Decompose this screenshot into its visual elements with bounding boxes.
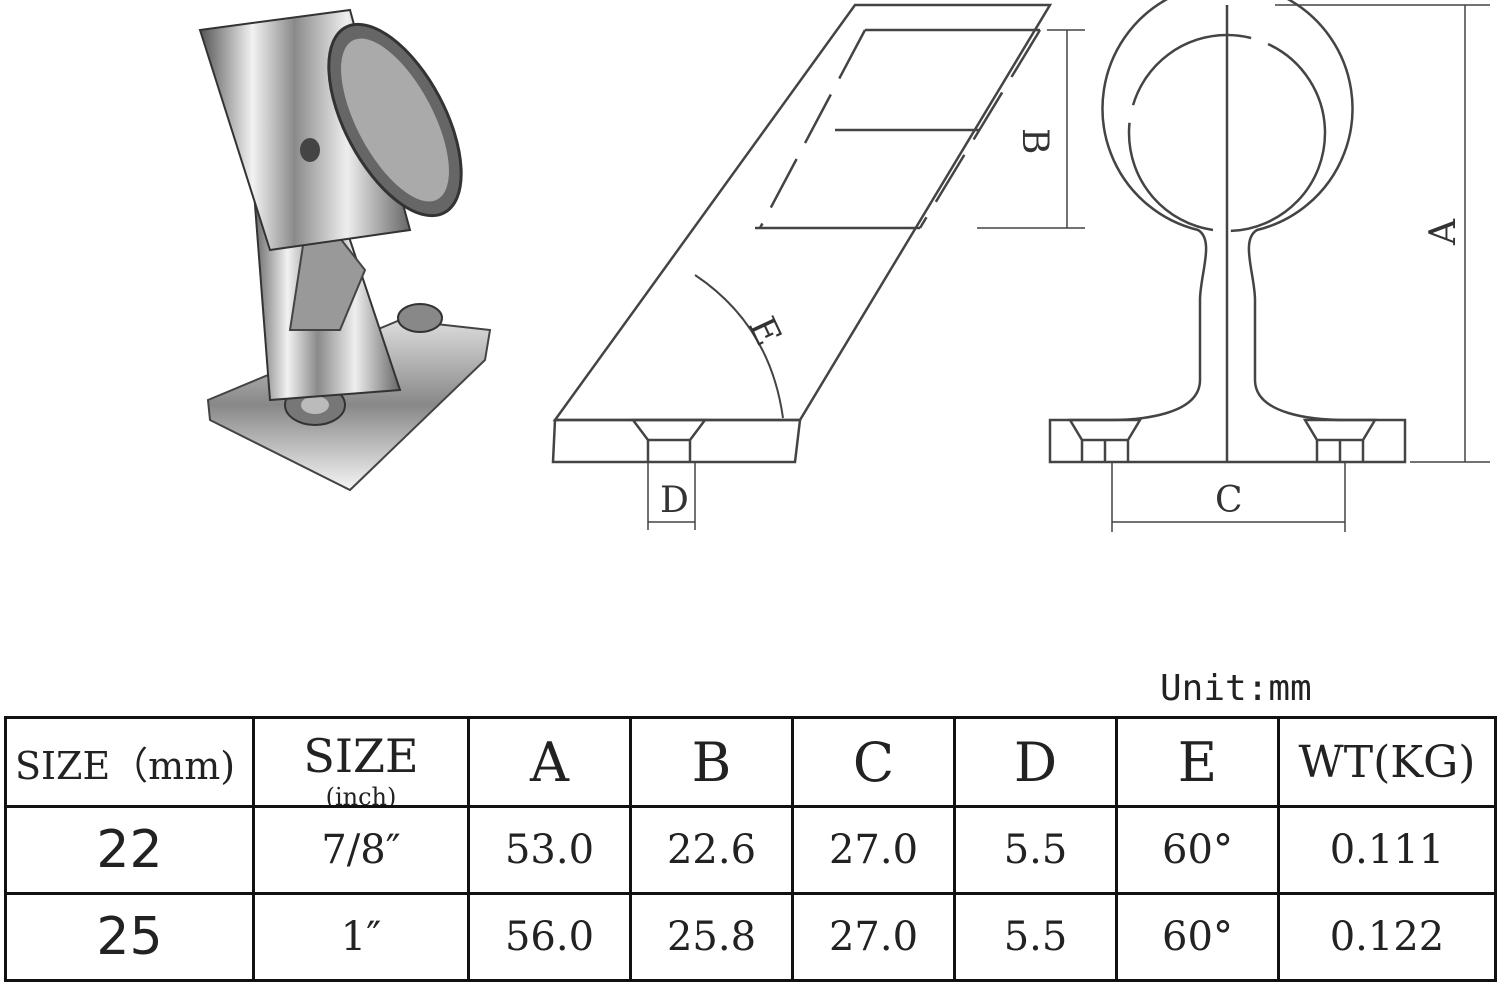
header-size-inch-label: SIZE <box>303 729 419 783</box>
cell-size-inch: 7/8″ <box>252 805 470 895</box>
unit-label: Unit:mm <box>1160 668 1312 709</box>
product-photo <box>198 8 492 492</box>
cell-b: 25.8 <box>629 892 794 982</box>
header-inch-sub: (inch) <box>325 783 397 807</box>
cell-e: 60° <box>1115 805 1280 895</box>
cell-c: 27.0 <box>791 805 956 895</box>
dim-label-d: D <box>660 480 689 521</box>
header-c: C <box>791 716 956 808</box>
cell-e: 60° <box>1115 892 1280 982</box>
cell-c: 27.0 <box>791 892 956 982</box>
cell-size-mm: 25 <box>4 892 255 982</box>
cell-a: 53.0 <box>467 805 632 895</box>
cell-size-mm: 22 <box>4 805 255 895</box>
cell-d: 5.5 <box>953 805 1118 895</box>
dim-label-e: E <box>740 311 788 352</box>
side-view-drawing: B E D <box>551 3 1085 530</box>
table-row: 25 1″ 56.0 25.8 27.0 5.5 60° 0.122 <box>4 892 1497 982</box>
dim-label-c: C <box>1215 480 1243 521</box>
cell-size-inch: 1″ <box>252 892 470 982</box>
table-row: 22 7/8″ 53.0 22.6 27.0 5.5 60° 0.111 <box>4 805 1497 895</box>
cell-d: 5.5 <box>953 892 1118 982</box>
dim-label-a: A <box>1423 218 1464 246</box>
spec-table: SIZE（mm) SIZE (inch) A B C D E WT(KG) 22… <box>4 716 1497 982</box>
header-e: E <box>1115 716 1280 808</box>
cell-weight: 0.111 <box>1277 805 1497 895</box>
header-size-mm: SIZE（mm) <box>4 716 255 808</box>
header-weight: WT(KG) <box>1277 716 1497 808</box>
header-d: D <box>953 716 1118 808</box>
dim-label-b: B <box>1014 128 1055 154</box>
cell-b: 22.6 <box>629 805 794 895</box>
header-size-inch: SIZE (inch) <box>252 716 470 808</box>
header-a: A <box>467 716 632 808</box>
cell-a: 56.0 <box>467 892 632 982</box>
cell-weight: 0.122 <box>1277 892 1497 982</box>
header-b: B <box>629 716 794 808</box>
table-header-row: SIZE（mm) SIZE (inch) A B C D E WT(KG) <box>4 716 1497 808</box>
front-view-drawing: C A <box>1048 0 1490 532</box>
